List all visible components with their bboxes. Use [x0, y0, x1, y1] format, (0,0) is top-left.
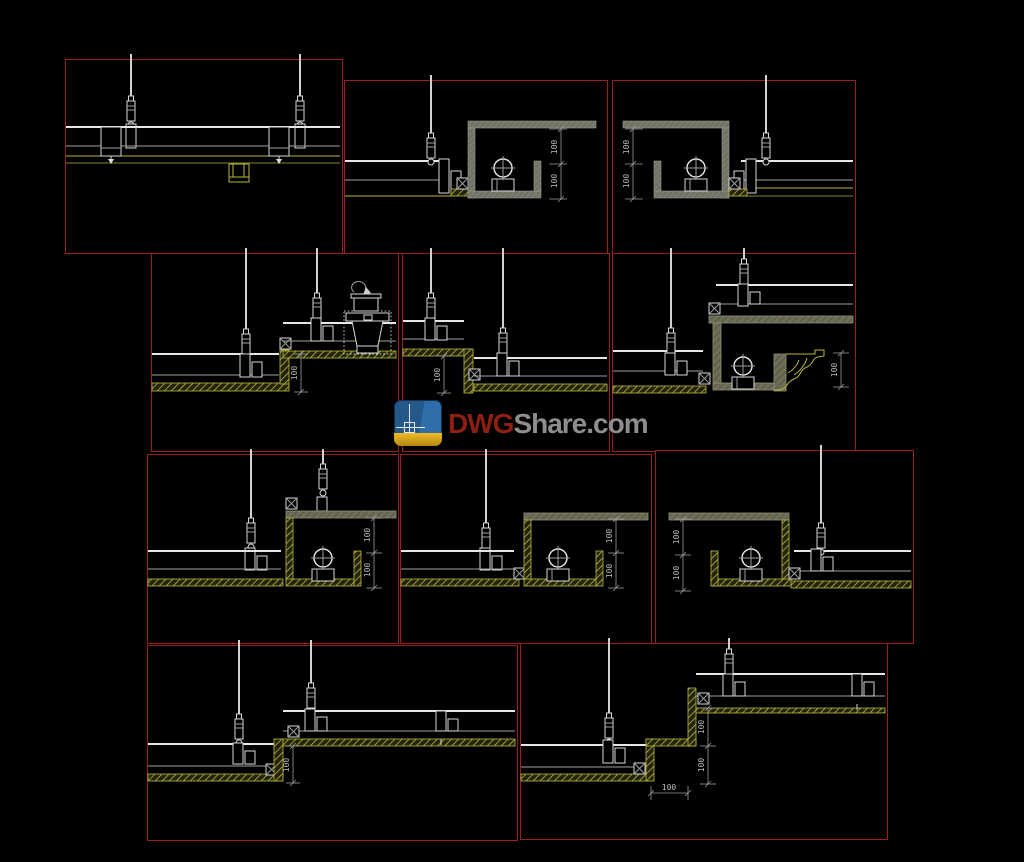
- watermark-brand-bold: DWG: [448, 408, 514, 439]
- lamp-icon: [683, 155, 709, 192]
- detail-panel-lightbox-mid: 100 100: [400, 449, 652, 644]
- dim-label: 100: [363, 563, 372, 578]
- hanger-icon: [295, 95, 305, 129]
- detail-panel-flat-ceiling: [65, 54, 343, 254]
- lamp-icon: [310, 545, 336, 582]
- detail-panel-lightbox-right: 100 100: [147, 449, 399, 644]
- lamp-icon: [738, 545, 764, 582]
- step-drawing: 100 100 100: [520, 638, 886, 800]
- lamp-icon: [730, 353, 756, 390]
- step-drawing: 100: [151, 248, 397, 396]
- recessed-downlight: [343, 281, 392, 355]
- detail-panel-step-downlight: 100: [151, 248, 399, 452]
- dim-label: 100: [672, 530, 681, 545]
- carrier-bracket: [851, 673, 875, 710]
- connector-x-icon: [728, 177, 741, 190]
- connector-x-icon: [697, 692, 710, 705]
- dimension-horizontal: 100: [647, 783, 692, 800]
- hanger-icon: [234, 713, 244, 747]
- furring-channel: [268, 126, 290, 164]
- connector-x-icon: [279, 337, 292, 350]
- connector-x-icon: [513, 567, 526, 580]
- dim-label: 100: [697, 758, 706, 773]
- dimension: 100: [433, 352, 451, 397]
- cove-drawing: 100 100: [622, 75, 853, 203]
- dim-label: 100: [830, 363, 839, 378]
- dimension: 100: [830, 349, 849, 391]
- lamp-icon: [490, 155, 516, 192]
- dimension: 100 100: [672, 515, 691, 595]
- detail-panel-lightbox-left: 100 100: [655, 445, 914, 644]
- dim-label: 100: [363, 528, 372, 543]
- dim-label: 100: [622, 174, 631, 189]
- flat-ceiling-drawing: [66, 54, 340, 183]
- cove-drawing: 100 100: [345, 75, 597, 203]
- step-drawing: 100: [402, 248, 608, 397]
- dim-label: 100: [290, 366, 299, 381]
- access-box: [228, 163, 250, 183]
- dim-label: 100: [622, 140, 631, 155]
- dim-label: 100: [433, 368, 442, 383]
- dim-label: 100: [697, 720, 706, 735]
- gypsum-channel: [622, 120, 730, 199]
- dimension: 100 100: [697, 704, 716, 788]
- crown-moulding: [773, 349, 825, 392]
- dimension: 100: [290, 350, 308, 396]
- connector-x-icon: [468, 368, 481, 381]
- connector-x-icon: [285, 497, 298, 510]
- hanger-icon: [318, 463, 328, 497]
- dim-label: 100: [672, 566, 681, 581]
- lightbox-drawing: 100 100: [147, 449, 397, 592]
- watermark-text: DWGShare.com: [448, 408, 649, 439]
- furring-channel: [100, 126, 122, 164]
- hanger-icon: [126, 95, 136, 129]
- connector-x-icon: [698, 372, 711, 385]
- dimension: 100 100: [549, 125, 567, 203]
- connector-x-icon: [456, 177, 469, 190]
- cove-crown-drawing: 100: [612, 248, 854, 394]
- detail-panel-cove-crown: 100: [612, 248, 856, 452]
- lightbox-drawing: 100 100: [400, 449, 649, 592]
- hanger-icon: [246, 517, 256, 551]
- dimension: 100 100: [605, 515, 624, 592]
- dimension: 100 100: [622, 125, 643, 203]
- dwgshare-logo-icon: [394, 400, 442, 446]
- watermark: DWGShare.com: [394, 400, 649, 452]
- detail-panel-single-step: 100: [147, 640, 518, 841]
- dimension: 100 100: [363, 514, 382, 592]
- hanger-icon: [761, 132, 771, 166]
- connector-x-icon: [633, 762, 646, 775]
- hanger-icon: [426, 132, 436, 166]
- dim-label: 100: [282, 758, 291, 773]
- connector-x-icon: [287, 725, 300, 738]
- detail-panel-cove-right: 100 100: [344, 75, 608, 254]
- carrier-bracket: [435, 710, 459, 745]
- watermark-brand-rest: Share.com: [513, 408, 648, 439]
- detail-panel-double-step: 100 100 100: [520, 638, 888, 840]
- lamp-icon: [545, 545, 571, 582]
- dim-label: 100: [605, 529, 614, 544]
- dim-label: 100: [550, 140, 559, 155]
- dim-label: 100: [605, 564, 614, 579]
- detail-panel-cove-left: 100 100: [612, 75, 856, 254]
- lightbox-drawing: 100 100: [668, 445, 912, 595]
- gypsum-channel: [467, 120, 597, 199]
- dimension: 100: [282, 742, 300, 787]
- step-drawing: 100: [147, 640, 516, 787]
- connector-x-icon: [708, 302, 721, 315]
- z-step: [645, 687, 697, 782]
- dim-label: 100: [662, 783, 677, 792]
- dim-label: 100: [550, 174, 559, 189]
- connector-x-icon: [788, 567, 801, 580]
